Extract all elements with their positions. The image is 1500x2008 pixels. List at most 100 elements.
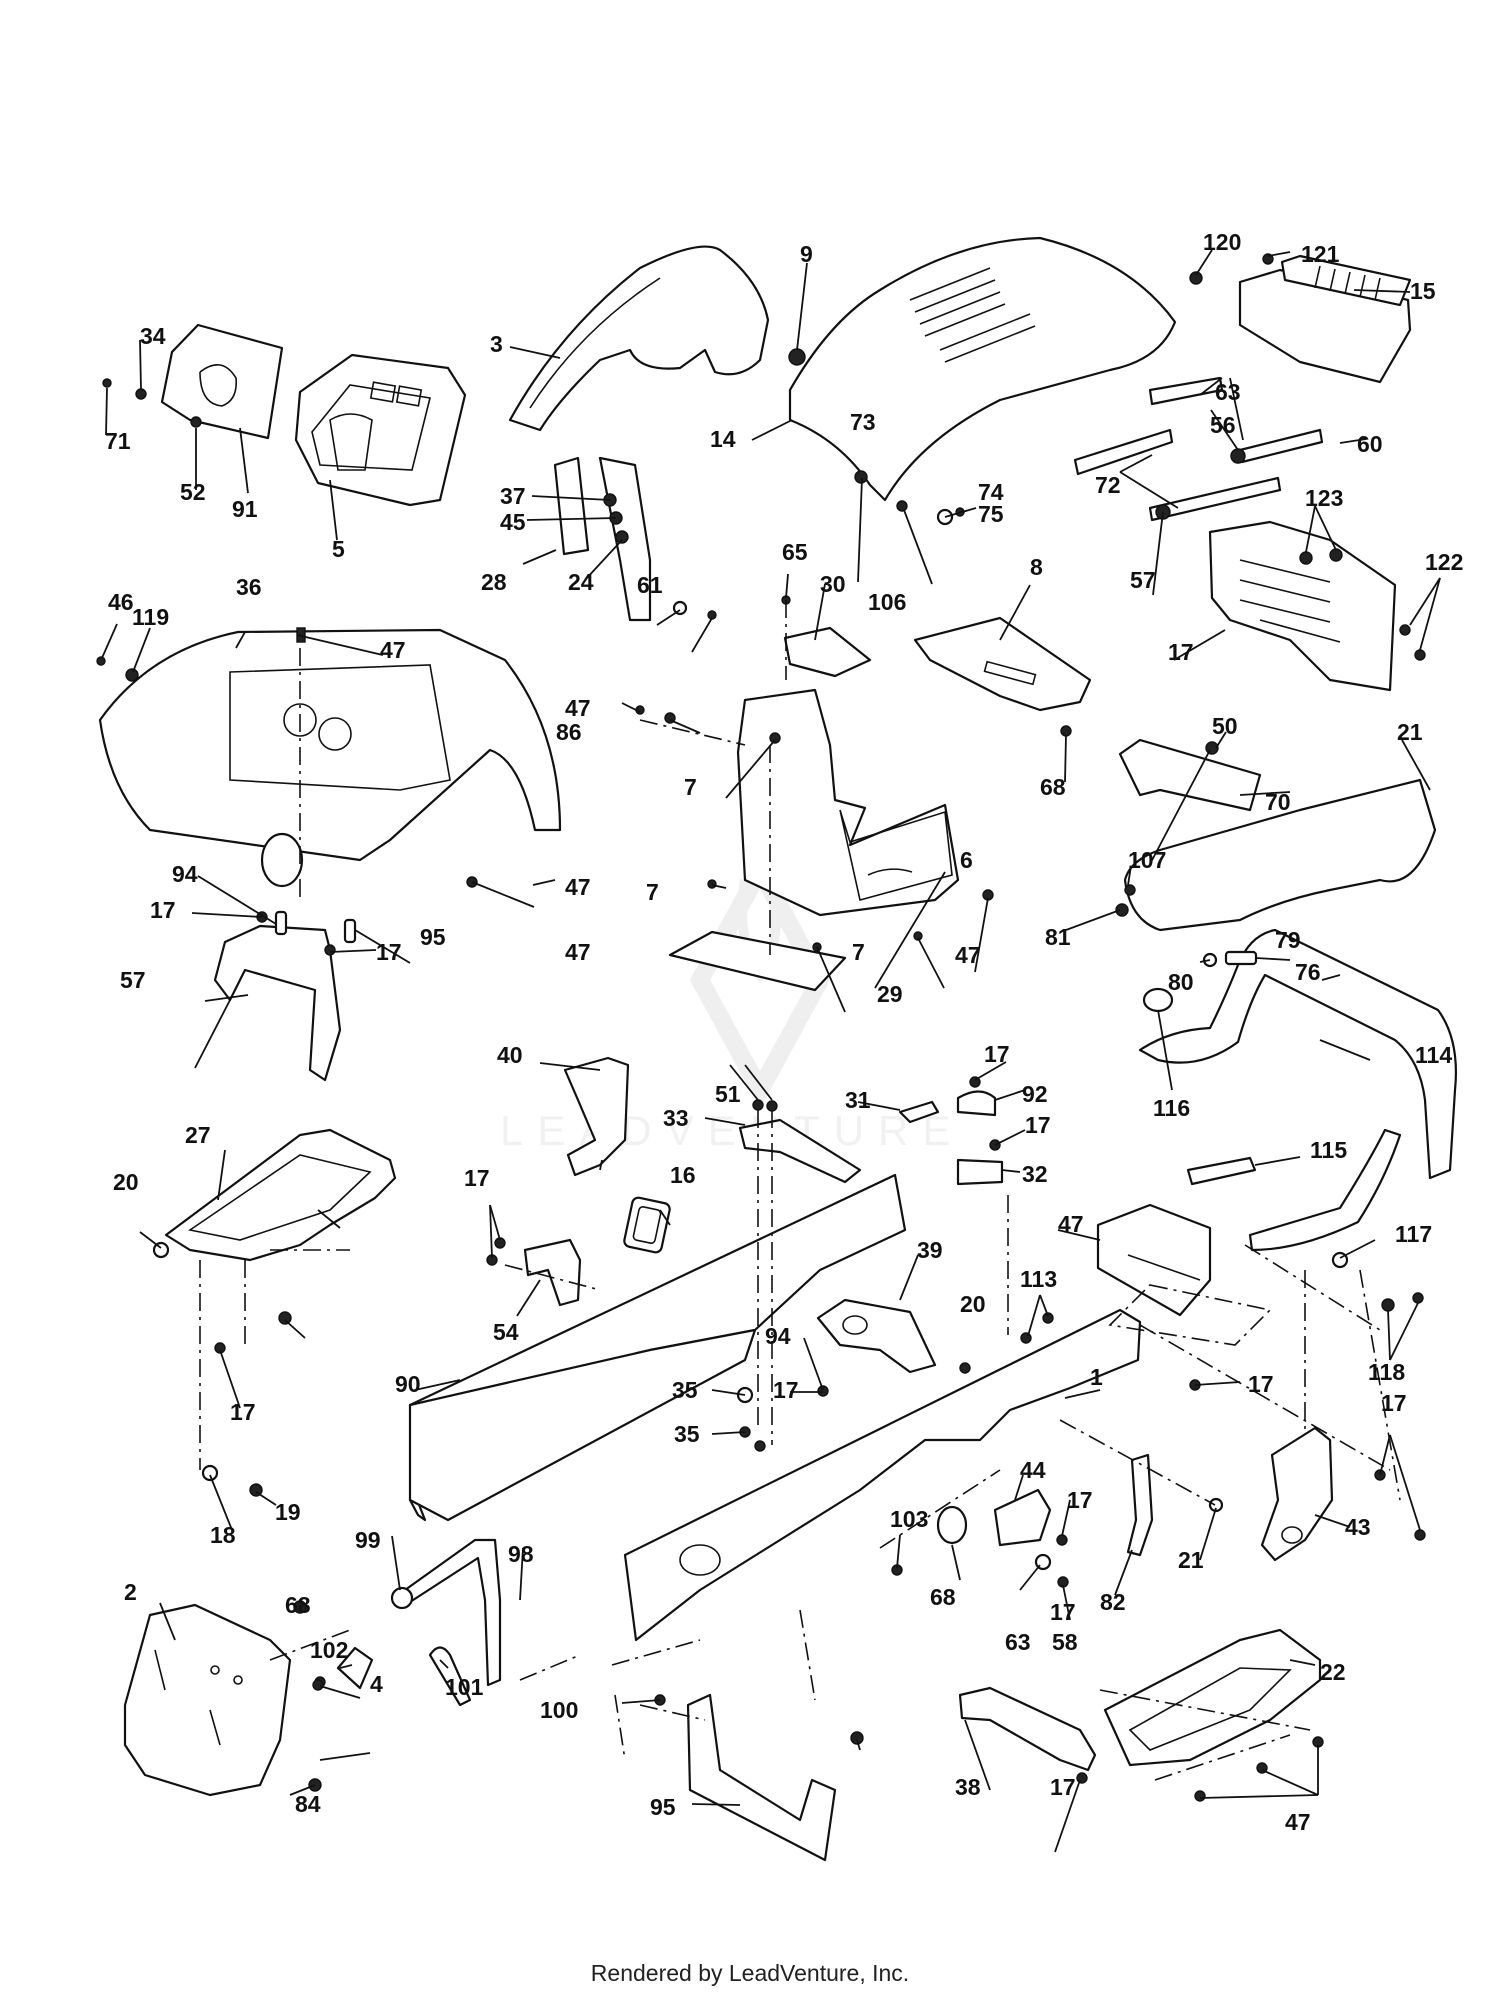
callout-label: 60 <box>1357 431 1383 457</box>
callout-label: 38 <box>955 1774 981 1800</box>
part-92-cover-plate <box>160 323 284 440</box>
callouts: 1 2 3 4 5 6 7 7 7 8 9 14 15 16 17 17 17 … <box>105 229 1463 1835</box>
callout-label: 76 <box>1295 959 1321 985</box>
callout-label: 47 <box>955 942 981 968</box>
part-18-support-frame <box>1208 520 1397 692</box>
callout-label: 17 <box>1248 1371 1274 1397</box>
callout-label: 28 <box>481 569 507 595</box>
callout-label: 27 <box>185 1122 211 1148</box>
callout-label: 91 <box>232 496 258 522</box>
part-34-bracket <box>738 1118 862 1184</box>
callout-label: 16 <box>670 1162 696 1188</box>
part-102-pin <box>428 1646 472 1707</box>
callout-label: 73 <box>850 409 876 435</box>
fender-knob <box>260 832 304 888</box>
callout-label: 58 <box>1052 1629 1078 1655</box>
callout-label: 2 <box>124 1579 137 1605</box>
callout-label: 56 <box>1210 412 1236 438</box>
callout-label: 119 <box>132 604 169 630</box>
callout-label: 21 <box>1397 719 1423 745</box>
callout-label: 46 <box>108 589 134 615</box>
callout-label: 20 <box>113 1169 139 1195</box>
callout-label: 123 <box>1305 485 1343 511</box>
callout-label: 95 <box>420 924 446 950</box>
callout-label: 17 <box>230 1399 256 1425</box>
part-100-knob <box>390 1586 414 1610</box>
callout-label: 92 <box>1022 1081 1048 1107</box>
callout-label: 7 <box>684 774 697 800</box>
part-6-seat-pan <box>736 688 960 917</box>
callout-label: 7 <box>646 879 659 905</box>
callout-label: 86 <box>556 719 582 745</box>
watermark-text: LEADVENTURE <box>500 1107 964 1154</box>
part-103-clip <box>336 1646 374 1690</box>
part-98-bracket <box>686 1693 837 1862</box>
callout-label: 47 <box>1285 1809 1311 1835</box>
part-116-strap <box>1186 1156 1257 1186</box>
callout-label: 50 <box>1212 713 1238 739</box>
callout-label: 47 <box>1058 1211 1084 1237</box>
part-16-grommet <box>623 1196 671 1254</box>
part-24-footrest <box>1103 1628 1322 1767</box>
callout-label: 34 <box>140 323 166 349</box>
callout-label: 39 <box>917 1237 943 1263</box>
callout-label: 17 <box>150 897 176 923</box>
part-29-bracket <box>553 456 590 556</box>
part-37-fender <box>98 628 562 862</box>
callout-label: 114 <box>1415 1042 1452 1068</box>
part-8-plate <box>913 616 1092 712</box>
leader-lines <box>101 249 1441 1853</box>
callout-label: 63 <box>1215 379 1241 405</box>
part-115-front-bar <box>1138 928 1458 1180</box>
part-84-bracket <box>1126 1453 1154 1557</box>
callout-label: 82 <box>1100 1589 1126 1615</box>
part-94-clamp <box>956 1090 997 1117</box>
callout-label: 65 <box>782 539 808 565</box>
callout-label: 101 <box>445 1674 484 1700</box>
callout-label: 18 <box>210 1522 236 1548</box>
callout-label: 35 <box>672 1377 698 1403</box>
callout-label: 116 <box>1153 1095 1190 1121</box>
callout-label: 30 <box>820 571 846 597</box>
callout-label: 70 <box>1265 789 1291 815</box>
callout-label: 17 <box>984 1041 1010 1067</box>
callout-label: 19 <box>275 1499 301 1525</box>
callout-label: 79 <box>1275 927 1301 953</box>
part-45-bracket <box>993 1488 1052 1547</box>
callout-label: 33 <box>663 1105 689 1131</box>
callout-label: 47 <box>380 637 406 663</box>
callout-label: 113 <box>1020 1266 1057 1292</box>
part-1-frame-rail <box>623 1308 1142 1642</box>
callout-label: 100 <box>540 1697 578 1723</box>
callout-label: 103 <box>890 1506 928 1532</box>
callout-label: 14 <box>710 426 736 452</box>
callout-label: 102 <box>310 1637 348 1663</box>
callout-label: 7 <box>852 939 865 965</box>
callout-label: 17 <box>1050 1599 1076 1625</box>
part-44-bracket <box>1260 1426 1334 1562</box>
callout-label: 47 <box>565 874 591 900</box>
callout-label: 17 <box>1067 1487 1093 1513</box>
part-31-bracket <box>783 626 872 678</box>
part-28-footrest <box>164 1128 397 1262</box>
callout-label: 45 <box>500 509 526 535</box>
callout-label: 57 <box>120 967 146 993</box>
callout-label: 115 <box>1310 1137 1347 1163</box>
part-40-bracket <box>816 1298 937 1374</box>
callout-label: 1 <box>1090 1364 1103 1390</box>
part-115-tube-b <box>1248 1128 1402 1252</box>
callout-label: 75 <box>978 501 1004 527</box>
callout-label: 61 <box>637 572 663 598</box>
callout-label: 95 <box>650 1794 676 1820</box>
callout-label: 17 <box>376 939 402 965</box>
callout-label: 72 <box>1095 472 1121 498</box>
callout-label: 106 <box>868 589 906 615</box>
callout-label: 31 <box>845 1087 871 1113</box>
part-32-bracket <box>898 1100 940 1124</box>
callout-label: 122 <box>1425 549 1463 575</box>
callout-label: 29 <box>877 981 903 1007</box>
alignment-lines <box>199 600 1401 1781</box>
callout-label: 6 <box>960 847 973 873</box>
part-2-plate <box>123 1603 292 1797</box>
